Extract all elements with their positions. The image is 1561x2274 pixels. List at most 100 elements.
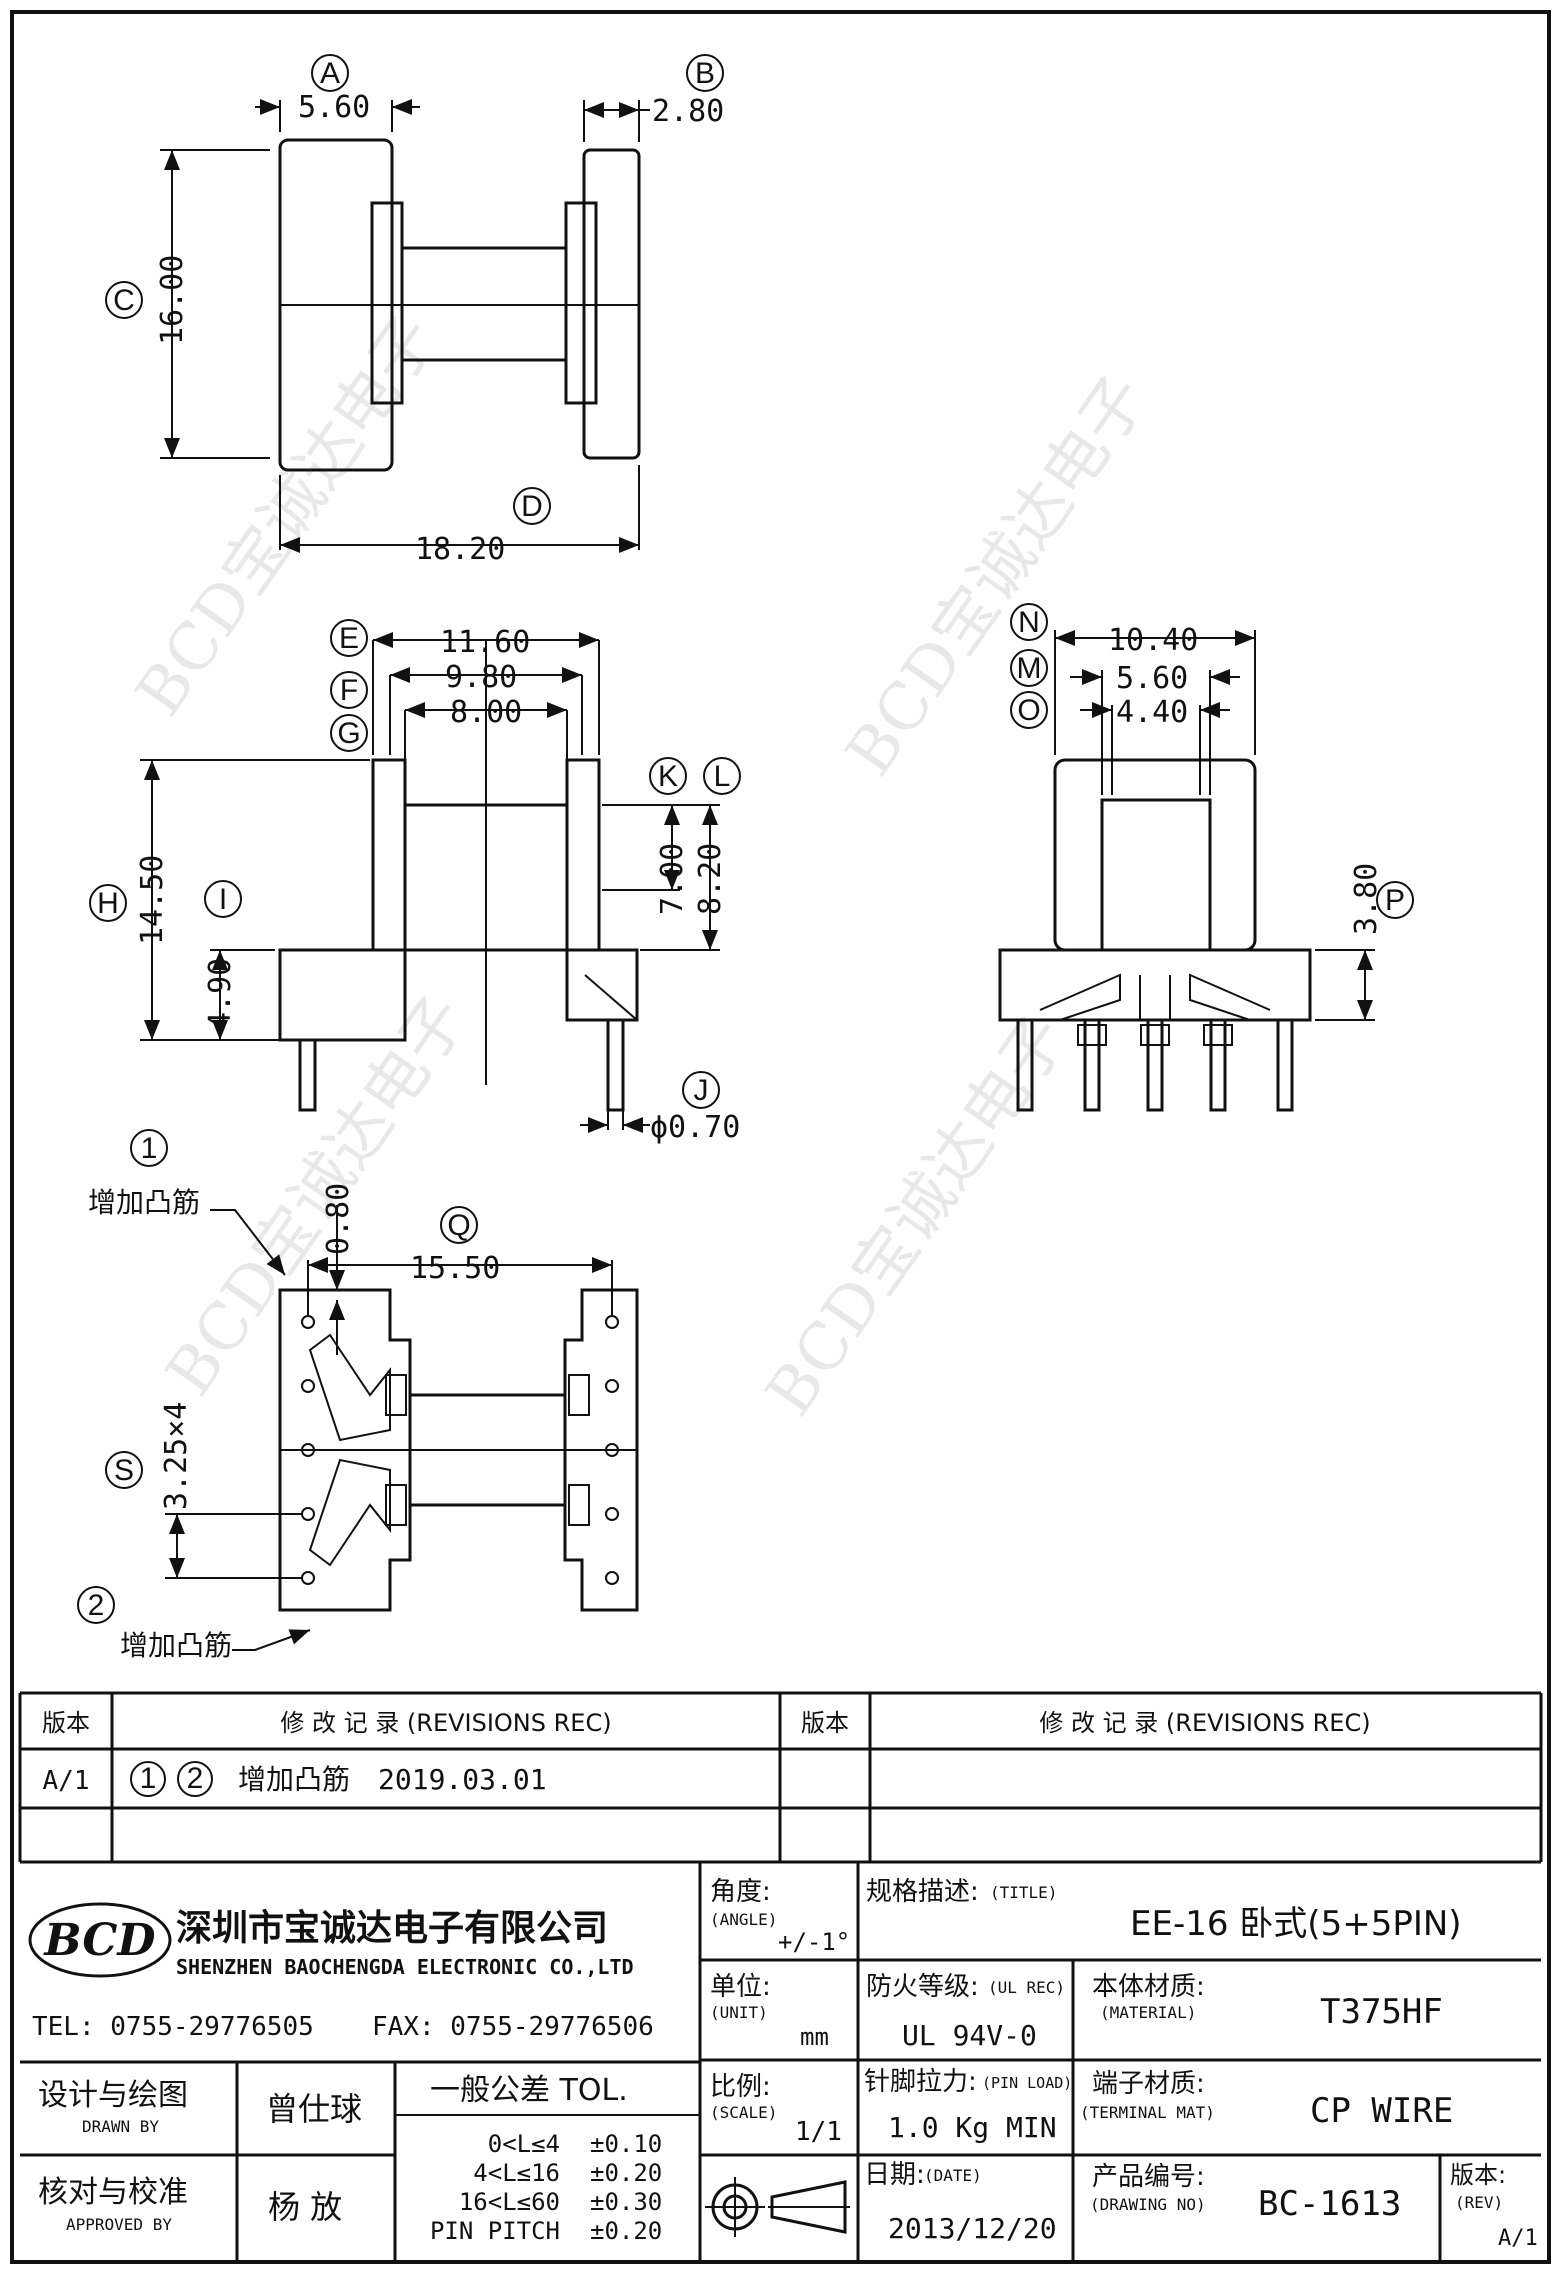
top-view [160,99,650,553]
pinload-en: (PIN LOAD) [982,2074,1072,2092]
material-label: 本体材质: [1092,1972,1205,2002]
rev-value: A/1 [1498,2226,1538,2251]
rev-col-record-right: 修 改 记 录 (REVISIONS REC) [1039,1709,1370,1737]
tol-value-0: ±0.10 [590,2130,662,2158]
rev-col-record-left: 修 改 记 录 (REVISIONS REC) [280,1709,611,1737]
side-view [140,632,720,1133]
rev-en: (REV) [1455,2193,1503,2212]
letter-n: N [1018,606,1040,639]
company-name-en: SHENZHEN BAOCHENGDA ELECTRONIC CO.,LTD [176,1955,634,1979]
company-fax: FAX: 0755-29776506 [372,2012,654,2042]
dim-q: 15.50 [410,1251,500,1286]
date-label: 日期: [864,2160,925,2190]
unit-value: mm [800,2023,829,2051]
title-value: EE-16 卧式(5+5PIN) [1130,1904,1462,1944]
note1-text: 增加凸筋 [88,1186,200,1219]
dim-i: 4.90 [203,958,238,1030]
letter-c: C [113,284,135,317]
watermark: BCD宝诚达电子 BCD宝诚达电子 BCD宝诚达电子 BCD宝诚达电子 [122,303,1161,1429]
tol-value-1: ±0.20 [590,2159,662,2187]
tol-range-2: 16<L≤60 [459,2188,560,2216]
title-block-grid [20,1862,1541,2262]
dim-c: 16.00 [155,255,190,345]
tol-range-3: PIN PITCH [430,2217,560,2245]
tol-value-3: ±0.20 [590,2217,662,2245]
drawno-en: (DRAWING NO) [1090,2195,1206,2214]
ul-en: (UL REC) [988,1978,1065,1997]
rev-label: 版本: [1450,2161,1506,2189]
company-tel: TEL: 0755-29776505 [32,2012,314,2042]
scale-en: (SCALE) [710,2103,777,2122]
pinload-label: 针脚拉力: [864,2067,977,2097]
rev-col-version-left: 版本 [42,1709,90,1737]
rev-row-text: 增加凸筋 [238,1763,350,1796]
dim-l: 8.20 [693,843,728,915]
pinload-value: 1.0 Kg MIN [888,2111,1057,2144]
dim-j: ϕ0.70 [650,1110,740,1145]
date-en: (DATE) [924,2166,982,2185]
letter-b: B [695,57,715,90]
dim-g: 8.00 [450,695,522,730]
letter-j: J [694,1074,709,1107]
letter-k: K [658,760,678,793]
letter-a: A [320,57,340,90]
drawno-value: BC-1613 [1258,2184,1401,2224]
letter-h: H [97,887,119,920]
note1-circle [130,1129,168,1167]
rev-circle-2 [177,1761,213,1797]
projection-symbol-icon [705,2177,850,2237]
dim-o: 4.40 [1116,695,1188,730]
rev-circle-1 [130,1761,166,1797]
terminal-label: 端子材质: [1092,2069,1205,2099]
dim-rib-offset: 0.80 [321,1183,356,1255]
rev-circle-2-number: 2 [187,1762,204,1795]
note2-text: 增加凸筋 [120,1629,232,1662]
letter-e: E [339,622,359,655]
rev-row-date: 2019.03.01 [378,1763,547,1796]
letter-p: P [1385,884,1405,917]
drawno-label: 产品编号: [1092,2162,1205,2192]
rev-circle-1-number: 1 [140,1762,157,1795]
rev-col-version-right: 版本 [801,1709,849,1737]
rev-row-version: A/1 [43,1766,90,1796]
approved-value: 杨 放 [268,2188,342,2226]
note2-number: 2 [88,1589,105,1622]
dim-s: 3.25×4 [159,1402,194,1510]
angle-en: (ANGLE) [710,1910,777,1929]
company-name-cn: 深圳市宝诚达电子有限公司 [176,1908,608,1949]
dim-d: 18.20 [415,532,505,567]
dim-b: 2.80 [652,94,724,129]
ul-label: 防火等级: [866,1972,979,2002]
revision-table [18,1691,1543,1864]
tol-value-2: ±0.30 [590,2188,662,2216]
dim-e: 11.60 [440,625,530,660]
letter-f: F [340,674,358,707]
bottom-view [165,1205,639,1651]
unit-en: (UNIT) [710,2003,768,2022]
angle-value: +/-1° [778,1928,850,1956]
scale-label: 比例: [710,2072,771,2102]
letter-o: O [1017,694,1040,727]
angle-label: 角度: [710,1877,771,1907]
ul-value: UL 94V-0 [902,2019,1037,2052]
dim-f: 9.80 [445,660,517,695]
drawn-label: 设计与绘图 [38,2078,188,2113]
dim-k: 7.00 [655,843,690,915]
letter-s: S [114,1454,134,1487]
date-value: 2013/12/20 [888,2212,1057,2245]
company-logo-text: BCD [42,1915,155,1966]
tol-range-0: 0<L≤4 [488,2130,560,2158]
terminal-value: CP WIRE [1310,2091,1453,2131]
material-en: (MATERIAL) [1100,2003,1196,2022]
approved-label: 核对与校准 [38,2175,188,2210]
tol-title: 一般公差 TOL. [430,2073,628,2108]
unit-label: 单位: [710,1972,771,2002]
drawn-en: DRAWN BY [82,2117,159,2136]
note1-number: 1 [141,1132,158,1165]
letter-q: Q [447,1209,470,1242]
dim-p: 3.80 [1349,863,1384,935]
end-view [998,630,1375,1112]
company-logo: BCD [28,1902,172,1978]
letter-m: M [1017,652,1042,685]
